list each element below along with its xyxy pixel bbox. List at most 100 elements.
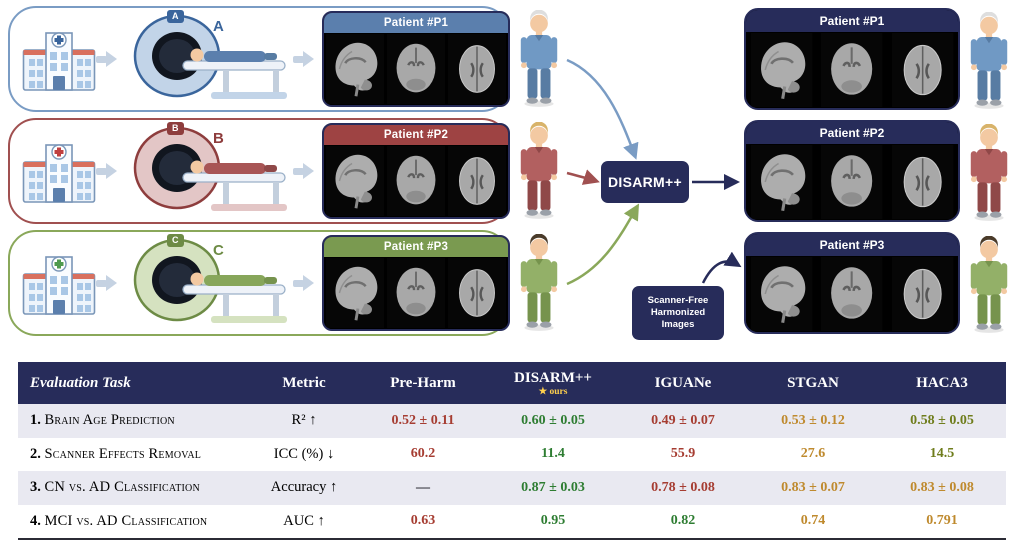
col-header-task: Evaluation Task	[30, 374, 131, 391]
table-row: 3. CN vs. AD Classification Accuracy ↑ —…	[18, 471, 1006, 505]
ours-note: ★ ours	[538, 386, 568, 397]
output-panel-1: Patient #P1	[744, 8, 960, 110]
right-arrow-icon	[293, 163, 322, 179]
harmonized-arrow-navy	[701, 251, 742, 284]
value-cell: 0.49 ± 0.07	[651, 412, 715, 428]
value-cell: 27.6	[800, 446, 826, 462]
patient-figure-2	[520, 122, 558, 219]
task-number: 1.	[30, 412, 41, 429]
scanner-letter-badge: C	[167, 234, 184, 247]
table-row: 4. MCI vs. AD Classification AUC ↑ 0.63 …	[18, 504, 1006, 538]
disarm-label: DISARM++	[608, 174, 682, 190]
mri-scanner-icon: B B	[125, 122, 293, 218]
right-arrow-icon	[96, 163, 125, 179]
brain-scan-image	[750, 145, 813, 219]
patient-label: Patient #P3	[324, 237, 508, 257]
value-cell: 55.9	[670, 446, 696, 462]
metric-cell: AUC ↑	[283, 512, 325, 529]
brain-scan-image	[891, 145, 954, 219]
brain-scan-image	[750, 257, 813, 331]
mri-scanner-graphic	[133, 14, 289, 101]
value-cell: 0.82	[670, 513, 696, 529]
value-cell: 0.53 ± 0.12	[781, 412, 845, 428]
brain-scan-image	[447, 34, 507, 104]
value-cell: 0.83 ± 0.08	[910, 479, 974, 495]
metric-cell: Accuracy ↑	[270, 479, 338, 496]
scanner-letter-label: C	[213, 242, 224, 259]
right-arrow-icon	[96, 275, 125, 291]
value-cell: 0.83 ± 0.07	[781, 479, 845, 495]
brain-scan-strip	[324, 145, 508, 217]
task-number: 2.	[30, 445, 41, 462]
metric-cell: R² ↑	[291, 412, 317, 429]
value-cell: 14.5	[929, 446, 955, 462]
curved-arrow-red	[566, 169, 600, 185]
brain-scan-strip	[746, 32, 958, 108]
hospital-icon	[22, 256, 96, 315]
input-scan-panel-3: Patient #P3	[322, 235, 510, 331]
brain-scan-image	[821, 145, 883, 219]
output-panel-3: Patient #P3	[744, 232, 960, 334]
task-name: Scanner Effects Removal	[44, 445, 202, 462]
mri-scanner-icon: A A	[125, 10, 293, 106]
patient-label: Patient #P1	[324, 13, 508, 33]
value-cell: 0.60 ± 0.05	[521, 412, 585, 428]
curved-arrow-green	[566, 203, 640, 286]
task-number: 3.	[30, 479, 41, 496]
value-cell: 0.87 ± 0.03	[521, 479, 585, 495]
brain-scan-strip	[324, 33, 508, 105]
harmonized-note-box: Scanner-Free Harmonized Images	[632, 286, 724, 340]
value-cell: 0.95	[540, 513, 566, 529]
task-cell: 3. CN vs. AD Classification	[18, 479, 250, 496]
harmonized-line: Images	[661, 319, 695, 330]
input-row-1: A A Patient #P1	[8, 6, 510, 112]
input-scan-panel-1: Patient #P1	[322, 11, 510, 107]
brain-scan-image	[447, 258, 507, 328]
scanner-letter-label: B	[213, 130, 224, 147]
task-cell: 4. MCI vs. AD Classification	[18, 513, 250, 530]
disarm-header-label: DISARM++	[514, 369, 592, 386]
mri-scanner-graphic	[133, 126, 289, 213]
right-arrow-icon	[293, 51, 322, 67]
brain-scan-image	[891, 33, 954, 107]
patient-label: Patient #P2	[324, 125, 508, 145]
brain-scan-strip	[746, 256, 958, 332]
col-header-iguane: IGUANe	[654, 374, 712, 391]
col-header-haca3: HACA3	[916, 374, 968, 391]
patient-label: Patient #P1	[746, 10, 958, 32]
curved-arrow-blue	[566, 58, 639, 160]
task-number: 4.	[30, 512, 41, 529]
right-arrow-icon	[293, 275, 322, 291]
brain-scan-image	[821, 33, 883, 107]
value-cell: 60.2	[410, 446, 436, 462]
patient-figure-3	[520, 234, 558, 331]
value-cell: 0.58 ± 0.05	[910, 412, 974, 428]
harmonized-line: Harmonized	[650, 307, 706, 318]
col-header-preharm: Pre-Harm	[390, 374, 456, 391]
brain-scan-strip	[746, 144, 958, 220]
mri-scanner-graphic	[133, 238, 289, 325]
disarm-model-box: DISARM++	[601, 161, 689, 203]
right-arrow-icon	[96, 51, 125, 67]
results-table: Evaluation Task Metric Pre-Harm DISARM++…	[18, 362, 1006, 540]
scanner-letter-badge: A	[167, 10, 184, 23]
patient-figure-1	[520, 10, 558, 107]
brain-scan-image	[821, 257, 883, 331]
brain-scan-image	[325, 258, 385, 328]
value-cell: —	[416, 479, 430, 495]
patient-figure-1-out	[970, 12, 1008, 109]
brain-scan-image	[325, 146, 385, 216]
brain-scan-image	[891, 257, 954, 331]
col-header-disarm: DISARM++ ★ ours	[488, 370, 618, 397]
col-header-stgan: STGAN	[787, 374, 839, 391]
hospital-icon	[22, 144, 96, 203]
brain-scan-image	[447, 146, 507, 216]
output-panel-2: Patient #P2	[744, 120, 960, 222]
task-name: Brain Age Prediction	[44, 412, 175, 429]
task-cell: 1. Brain Age Prediction	[18, 412, 250, 429]
value-cell: 0.791	[926, 513, 958, 529]
table-row: 1. Brain Age Prediction R² ↑ 0.52 ± 0.11…	[18, 404, 1006, 438]
patient-figure-3-out	[970, 236, 1008, 333]
task-name: MCI vs. AD Classification	[44, 512, 208, 529]
